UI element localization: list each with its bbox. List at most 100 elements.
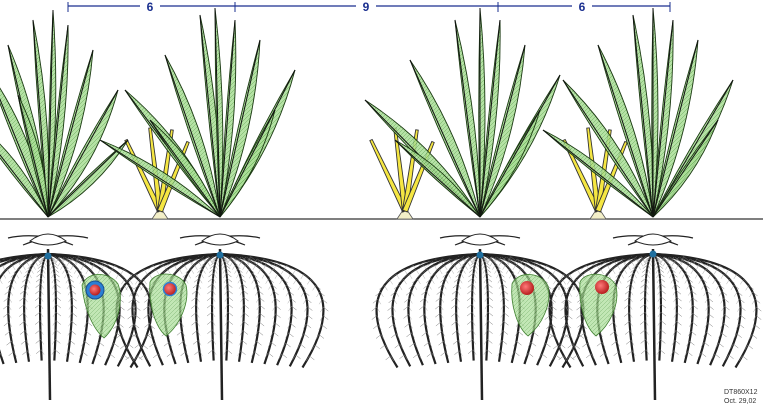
leaf-midrib [454, 19, 481, 218]
root-hair [207, 277, 214, 283]
root-hair [377, 299, 382, 305]
root-hair [624, 296, 630, 302]
root-hair [631, 261, 635, 267]
root-hair [563, 333, 569, 338]
root-hair [683, 256, 689, 261]
root-hair [505, 256, 512, 261]
root-hair [114, 264, 120, 270]
root-hair [523, 258, 530, 264]
root-hair [150, 268, 156, 274]
root-hair [560, 284, 567, 290]
root-hair [261, 273, 266, 279]
root-hair [133, 284, 140, 290]
root-hair [311, 344, 315, 350]
root-hair [409, 323, 413, 329]
root-hair [83, 261, 87, 267]
root-hair [496, 256, 502, 261]
root-hair [137, 355, 143, 361]
root-hair [451, 296, 457, 302]
root-hair [423, 284, 429, 289]
root-hair [71, 296, 77, 302]
root-hair [73, 268, 78, 274]
root-hair [229, 261, 234, 267]
root-hair [206, 303, 213, 309]
root-hair [625, 330, 631, 335]
root-hair [425, 322, 429, 328]
root-hair [35, 277, 42, 283]
root-hair [267, 342, 272, 348]
root-hair [272, 313, 276, 319]
root-hair [273, 264, 277, 271]
root-hair [315, 285, 321, 290]
root-hair [660, 289, 666, 295]
root-hair [195, 304, 200, 310]
root-hair [263, 258, 270, 264]
root-hair [149, 342, 155, 348]
root-hair [250, 256, 256, 261]
root-hair [688, 321, 693, 328]
root-hair [113, 324, 119, 329]
root-hair [384, 279, 390, 284]
root-hair [571, 278, 577, 284]
root-hair [307, 314, 313, 320]
leaf-midrib [219, 109, 276, 218]
root-hair [139, 343, 143, 350]
root-hair [128, 284, 135, 290]
root-hair [625, 340, 632, 345]
root-hair [10, 273, 16, 278]
root-hair [645, 283, 649, 289]
root-hair [256, 313, 260, 319]
root-hair [95, 342, 100, 348]
root-hair [426, 290, 430, 297]
root-hair [224, 283, 228, 289]
root-hair [246, 261, 251, 267]
root-hair [371, 306, 377, 312]
root-hair [223, 256, 228, 262]
root-hair [672, 272, 678, 278]
root-hair [39, 296, 44, 302]
root-hair [464, 258, 471, 263]
root-hair [65, 278, 70, 284]
root-hair [387, 314, 393, 320]
root-hair [227, 311, 234, 317]
root-hair [435, 304, 441, 310]
root-hair [121, 279, 125, 285]
root-hair [245, 264, 251, 270]
root-hair [576, 291, 580, 298]
root-hair [525, 264, 532, 270]
root-hair [173, 264, 178, 271]
root-hair [456, 290, 461, 296]
root-hair [560, 333, 564, 339]
root-hair [496, 273, 500, 279]
root-hair [229, 258, 236, 263]
root-hair [134, 298, 140, 304]
root-hair [747, 344, 753, 350]
root-hair [682, 268, 688, 273]
root-hair [666, 258, 671, 264]
root-hair [212, 329, 216, 335]
root-hair [123, 269, 129, 274]
root-hair [660, 339, 666, 344]
root-hair [456, 312, 460, 318]
root-hair [630, 340, 635, 346]
root-hair [551, 314, 557, 319]
root-hair [20, 330, 26, 335]
crown-base [634, 233, 672, 246]
root-hair [632, 264, 638, 269]
root-hair [249, 268, 255, 273]
root-hair [672, 290, 677, 296]
root-hair [71, 304, 78, 309]
root-hair [39, 258, 45, 263]
root-hair [419, 297, 426, 303]
root-hair [412, 278, 418, 284]
root-hair [64, 273, 68, 279]
root-hair [695, 264, 700, 271]
root-hair [288, 314, 292, 320]
root-hair [192, 330, 198, 335]
root-hair [484, 311, 489, 318]
root-hair [209, 264, 216, 269]
root-hair [624, 312, 630, 317]
root-hair [227, 303, 234, 309]
root-hair [481, 264, 486, 270]
root-hair [584, 332, 588, 338]
